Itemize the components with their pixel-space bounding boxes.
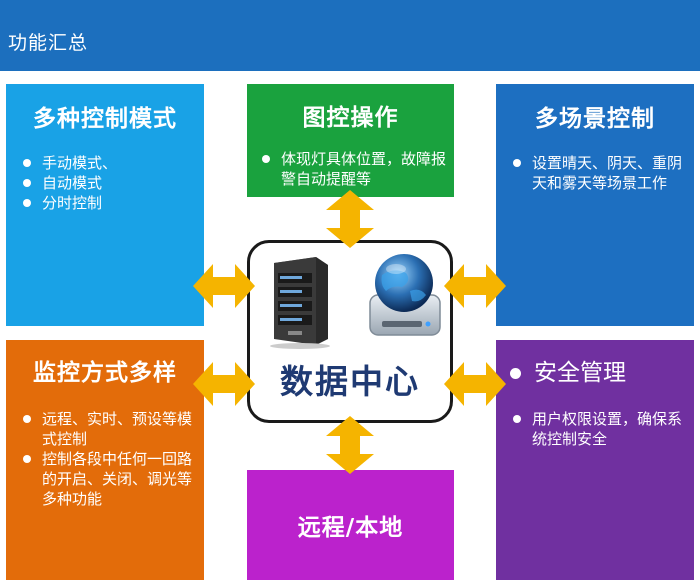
box-title: 监控方式多样 — [33, 360, 177, 386]
box-security-management: 安全管理 用户权限设置，确保系统控制安全 — [496, 340, 694, 580]
box-title: 多场景控制 — [535, 106, 655, 132]
page-title: 功能汇总 — [8, 32, 89, 54]
double-arrow-icon — [326, 416, 374, 474]
list-item: 设置晴天、阴天、重阴天和雾天等场景工作 — [508, 153, 688, 193]
list-item: 手动模式、 — [18, 153, 204, 173]
box-title: 图控操作 — [302, 105, 399, 131]
double-arrow-icon — [326, 190, 374, 248]
box-remote-local: 远程/本地 — [247, 470, 454, 580]
double-arrow-icon — [444, 264, 506, 308]
center-title: 数据中心 — [280, 362, 420, 401]
header-bar: 功能汇总 — [0, 0, 700, 71]
globe-drive-icon — [369, 254, 441, 336]
double-arrow-icon — [193, 362, 255, 406]
box-title: 远程/本地 — [297, 515, 404, 541]
item-list: 手动模式、 自动模式 分时控制 — [18, 153, 204, 213]
list-item: 远程、实时、预设等模式控制 — [18, 409, 196, 449]
box-title: 安全管理 — [508, 359, 694, 387]
double-arrow-icon — [444, 362, 506, 406]
box-monitoring-methods: 监控方式多样 远程、实时、预设等模式控制 控制各段中任何一回路的开启、关闭、调光… — [6, 340, 204, 580]
data-center-hub: 数据中心 — [247, 240, 453, 423]
item-list: 体现灯具体位置，故障报警自动提醒等 — [257, 149, 446, 189]
list-item: 用户权限设置，确保系统控制安全 — [508, 409, 688, 449]
item-list: 设置晴天、阴天、重阴天和雾天等场景工作 — [508, 153, 688, 193]
box-control-modes: 多种控制模式 手动模式、 自动模式 分时控制 — [6, 84, 204, 326]
list-item: 自动模式 — [18, 173, 204, 193]
item-list: 远程、实时、预设等模式控制 控制各段中任何一回路的开启、关闭、调光等多种功能 — [18, 409, 196, 509]
list-item: 控制各段中任何一回路的开启、关闭、调光等多种功能 — [18, 449, 196, 509]
box-multi-scene-control: 多场景控制 设置晴天、阴天、重阴天和雾天等场景工作 — [496, 84, 694, 326]
list-item: 体现灯具体位置，故障报警自动提醒等 — [257, 149, 446, 189]
list-item: 分时控制 — [18, 193, 204, 213]
item-list: 用户权限设置，确保系统控制安全 — [508, 409, 688, 449]
double-arrow-icon — [193, 264, 255, 308]
server-icon — [270, 257, 330, 349]
box-graphic-control: 图控操作 体现灯具体位置，故障报警自动提醒等 — [247, 84, 454, 197]
box-title: 多种控制模式 — [33, 106, 177, 132]
